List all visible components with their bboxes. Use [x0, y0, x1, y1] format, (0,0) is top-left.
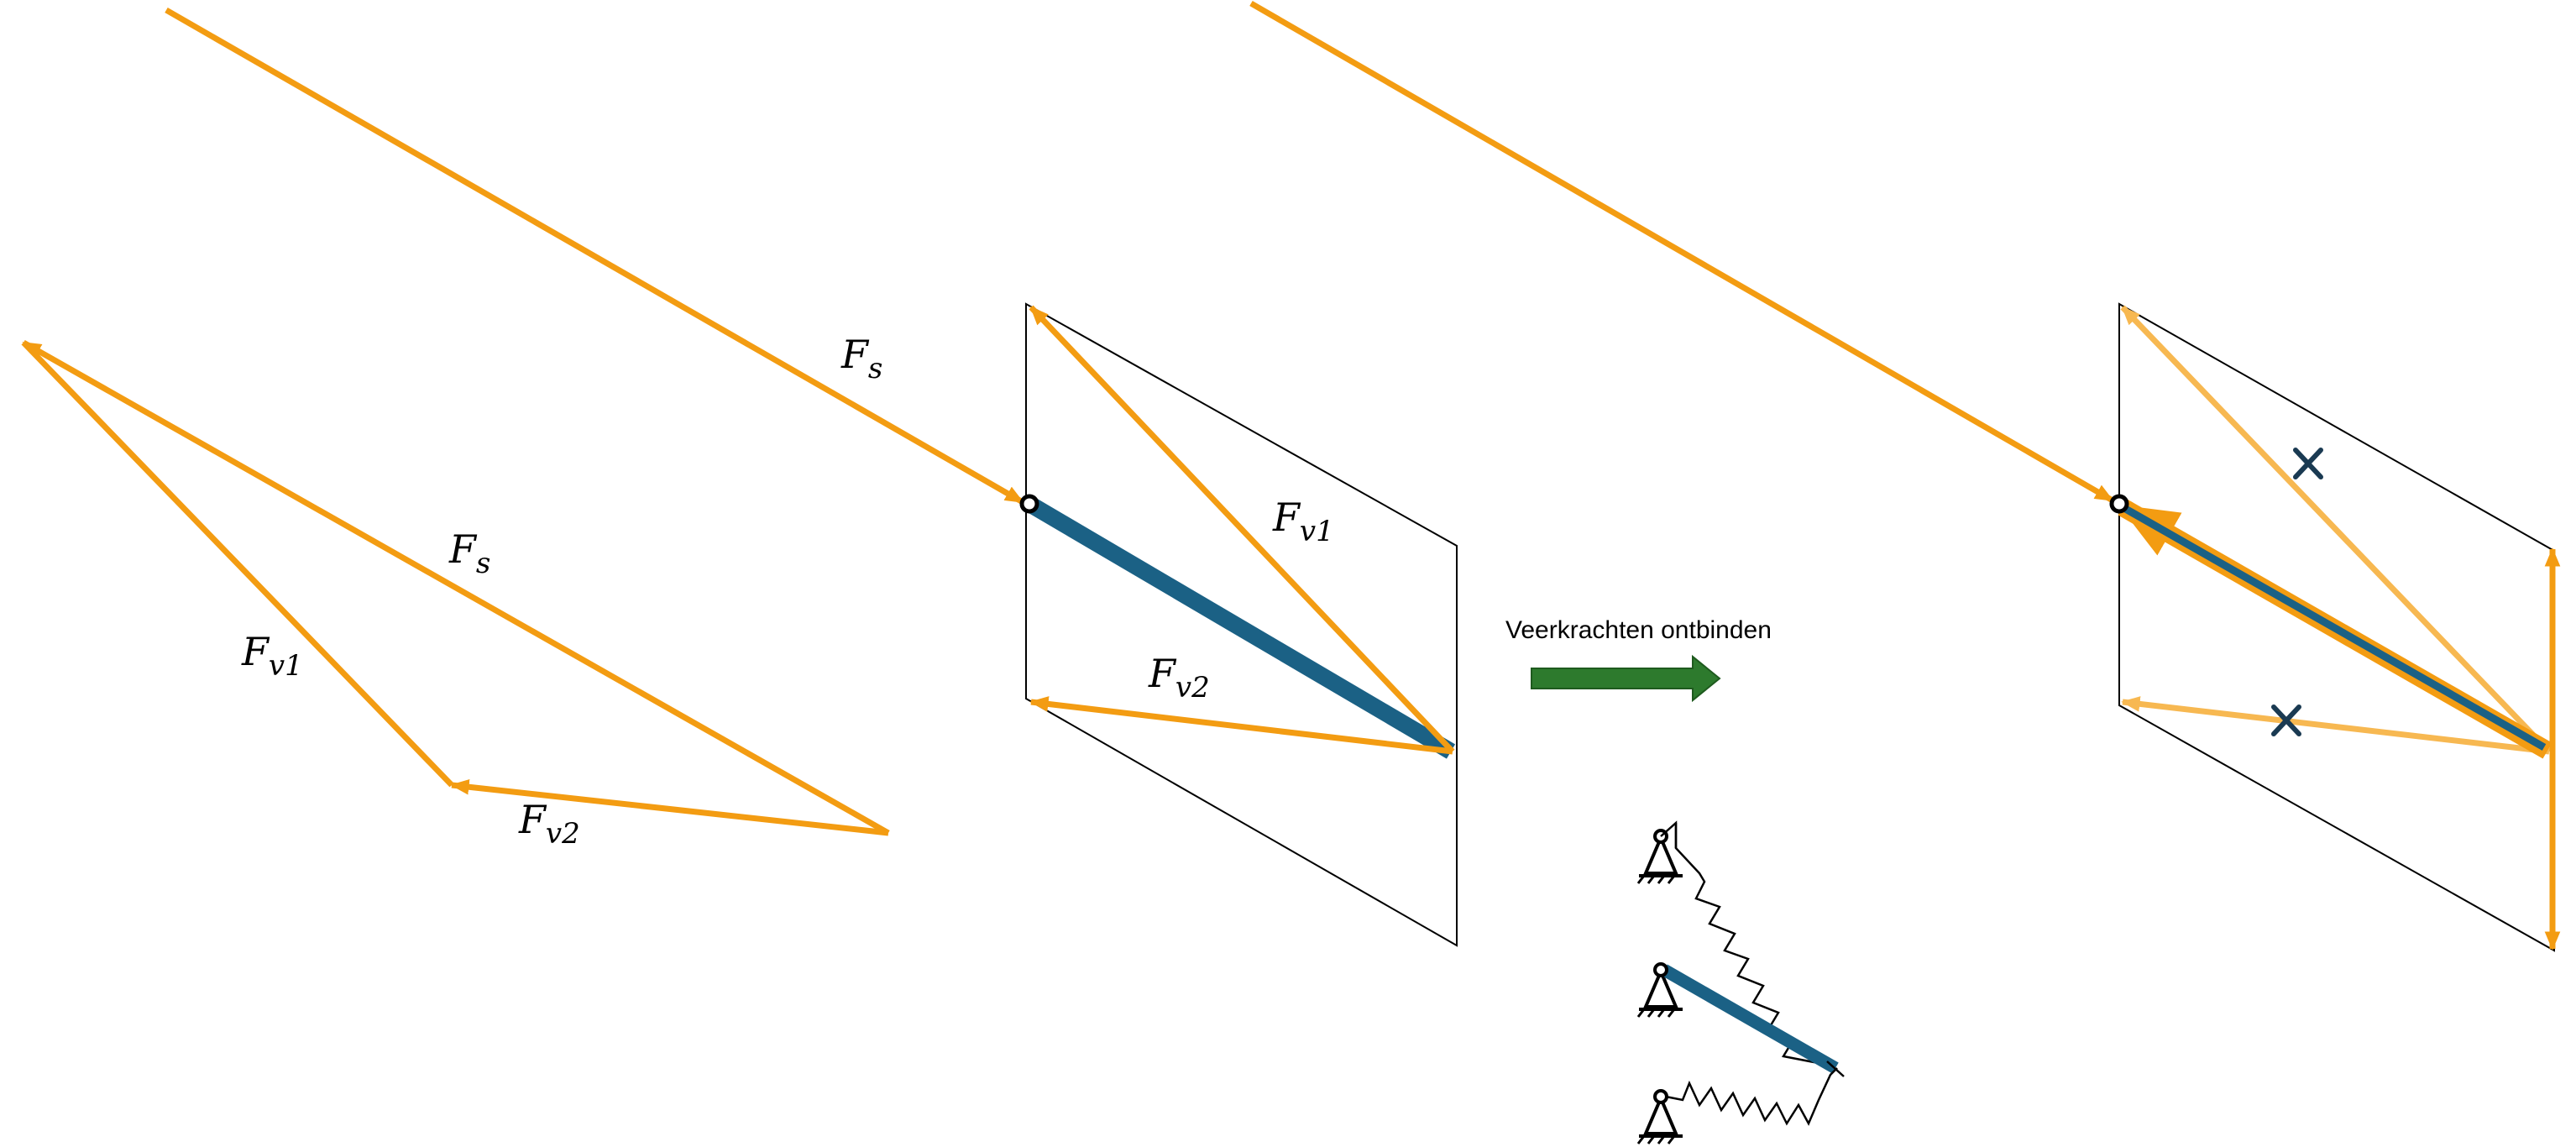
- support-spring-schematic: [1636, 820, 1845, 1144]
- fv2-faded-vector: [2121, 696, 2550, 755]
- cross-icon: [2293, 448, 2323, 479]
- plane-outline: [2118, 302, 2555, 952]
- hinge-icon: [2109, 494, 2129, 514]
- spring-icon: [1665, 1067, 1838, 1126]
- pin-support-icon: [1636, 966, 1683, 1018]
- fv1-vector-middle: [1029, 305, 1455, 754]
- hinge-icon: [1019, 494, 1039, 514]
- spring-icon: [1660, 820, 1828, 1066]
- fs-vector-middle: [165, 7, 1024, 505]
- fv2-label-middle: Fv2: [1148, 651, 1210, 704]
- cross-icon: [2271, 704, 2301, 736]
- fv1-faded-vector: [2120, 305, 2552, 754]
- fs-label-middle: Fs: [840, 332, 882, 385]
- bar-member-schematic: [1661, 964, 1839, 1074]
- fv1-label-triangle: Fv1: [241, 629, 303, 683]
- fv2-vector-middle: [1029, 696, 1453, 755]
- step-indicator: Veerkrachten ontbinden: [1505, 616, 1772, 703]
- green-arrow-icon: [1531, 654, 1721, 703]
- fv2-label-triangle: Fv2: [518, 797, 580, 851]
- fv2-vector-triangle: [450, 778, 889, 836]
- fs-vector-right: [1249, 0, 2114, 504]
- pin-support-icon: [1636, 829, 1683, 884]
- force-triangle: Fs Fv1 Fv2: [21, 339, 890, 851]
- plane-outline: [1025, 302, 1458, 947]
- fv1-vector-triangle: [21, 340, 454, 788]
- fs-vector-triangle: [22, 339, 890, 836]
- step-caption: Veerkrachten ontbinden: [1505, 616, 1772, 644]
- bar-member: [2120, 504, 2547, 751]
- bar-member: [1024, 496, 1456, 759]
- middle-plane-view: Fs Fv1 Fv2: [165, 7, 1458, 947]
- fv1-label-middle: Fv1: [1272, 495, 1334, 548]
- right-plane-view: [1249, 0, 2561, 952]
- hinge-icon: [1653, 962, 1668, 977]
- fs-label-triangle: Fs: [448, 526, 490, 580]
